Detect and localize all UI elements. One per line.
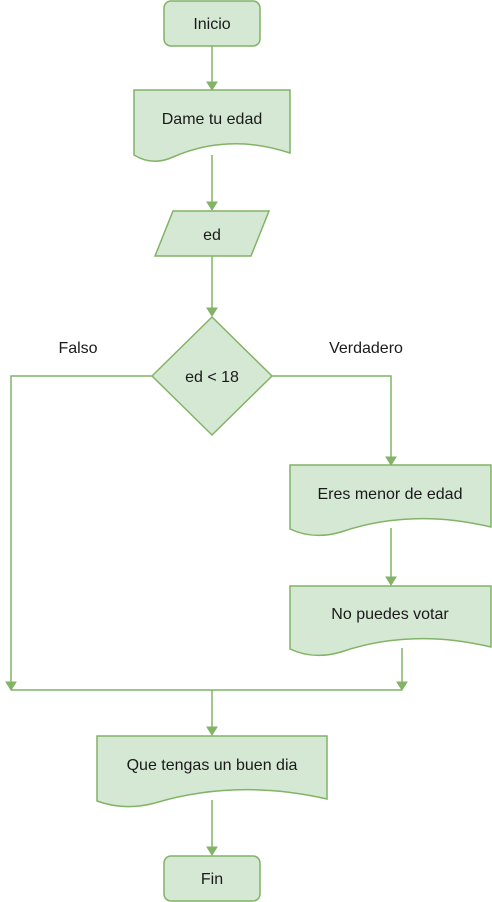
edges [5,46,408,856]
cannot-vote-document-shape [289,585,492,657]
edge-decision-false [10,375,152,684]
arrow-cannot-vote-down [396,681,408,691]
arrow-start-to-prompt [206,81,218,91]
prompt-document-shape [133,89,291,162]
start-terminator-shape [163,0,261,47]
arrow-decision-false [5,681,17,691]
input-label: ed [203,227,221,244]
prompt-label: Dame tu edad [162,111,263,128]
decision-diamond-shape [150,315,274,437]
end-terminator-shape [163,855,261,902]
node-goodbye: Que tengas un buen dia [96,735,328,808]
edge-decision-true [272,375,392,459]
end-label: Fin [201,871,223,888]
node-prompt: Dame tu edad [133,89,291,162]
arrow-goodbye-to-end [206,846,218,856]
decision-label: ed < 18 [185,369,239,386]
cannot-vote-label: No puedes votar [331,606,449,623]
node-end: Fin [163,855,261,902]
goodbye-document-shape [96,735,328,808]
node-cannot-vote: No puedes votar [289,585,492,657]
minor-document-shape [289,464,492,537]
start-label: Inicio [193,16,230,33]
arrow-minor-to-cannot-vote [385,576,397,586]
minor-label: Eres menor de edad [318,486,463,503]
node-minor: Eres menor de edad [289,464,492,537]
arrow-decision-true [385,456,397,466]
node-decision: ed < 18 [150,315,274,437]
arrow-merge-to-goodbye [206,726,218,736]
true-branch-label: Verdadero [329,340,403,357]
arrow-input-to-decision [206,307,218,317]
arrow-prompt-to-input [206,201,218,211]
input-parallelogram-shape [153,210,271,257]
node-input: ed [153,210,271,257]
node-start: Inicio [163,0,261,47]
goodbye-label: Que tengas un buen dia [127,757,298,774]
false-branch-label: Falso [58,340,97,357]
